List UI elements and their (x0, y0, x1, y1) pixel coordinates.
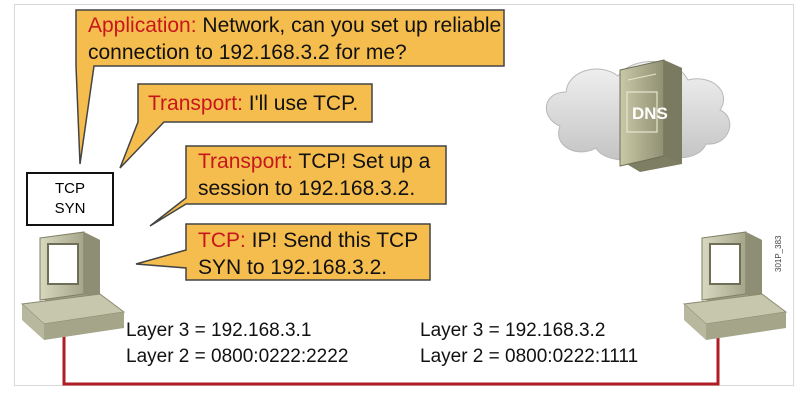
bubble-transport-2-text: Transport: TCP! Set up a session to 192.… (198, 148, 430, 202)
right-layer3-address: Layer 3 = 192.168.3.2 (420, 320, 606, 341)
bubble-transport-2-line-1: TCP! Set up a (292, 150, 431, 173)
bubble-transport-1-text: Transport: I'll use TCP. (148, 90, 358, 117)
bubble-transport-1-line-1: I'll use TCP. (242, 92, 359, 115)
speech-bubble-transport-2 (149, 145, 447, 227)
bubble-tcp-line-1: IP! Send this TCP (245, 229, 419, 252)
dns-server-icon (619, 59, 682, 172)
bubble-application-prefix: Application: (88, 14, 197, 37)
left-computer-icon (20, 231, 126, 340)
network-cable (62, 330, 720, 386)
packet-line-1: TCP (55, 180, 85, 197)
right-host-addresses: Layer 3 = 192.168.3.2 Layer 2 = 0800:022… (420, 318, 638, 370)
left-layer2-address: Layer 2 = 0800:0222:2222 (126, 346, 349, 367)
speech-bubble-transport-1 (119, 83, 373, 169)
bubble-application-text: Application: Network, can you set up rel… (88, 12, 501, 66)
bubble-tcp-prefix: TCP: (198, 229, 246, 252)
bubble-tcp-line-2: SYN to 192.168.3.2. (198, 256, 388, 279)
left-layer3-address: Layer 3 = 192.168.3.1 (126, 320, 312, 341)
bubble-tcp-text: TCP: IP! Send this TCP SYN to 192.168.3.… (198, 227, 418, 281)
bubble-transport-2-prefix: Transport: (198, 150, 293, 173)
dns-label: DNS (632, 104, 668, 123)
right-computer-icon (682, 231, 788, 340)
speech-bubble-tcp (135, 223, 431, 281)
tcp-syn-packet: TCP SYN (26, 172, 114, 226)
bubble-transport-2-line-2: session to 192.168.3.2. (198, 177, 416, 200)
bubble-transport-1-prefix: Transport: (148, 92, 243, 115)
packet-line-2: SYN (54, 200, 86, 217)
right-layer2-address: Layer 2 = 0800:0222:1111 (420, 346, 639, 367)
speech-bubble-application (75, 9, 505, 165)
bubble-application-line-2: connection to 192.168.3.2 for me? (88, 41, 407, 64)
left-host-addresses: Layer 3 = 192.168.3.1 Layer 2 = 0800:022… (126, 318, 348, 370)
figure-id: 301P_383 (774, 235, 783, 272)
bubble-application-line-1: Network, can you set up reliable (196, 14, 502, 37)
